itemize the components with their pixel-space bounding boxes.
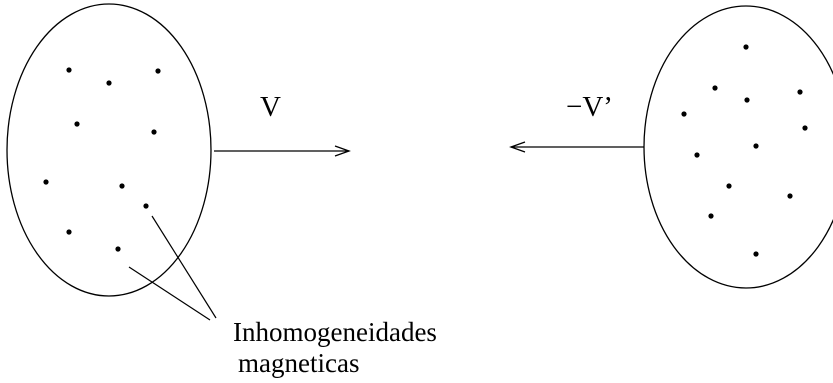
arrow-head xyxy=(334,145,351,157)
magnetic-inhomogeneity-dot xyxy=(151,129,157,135)
magnetic-inhomogeneity-dot xyxy=(743,44,749,50)
magnetic-inhomogeneity-dot xyxy=(708,213,714,219)
pointer-line xyxy=(151,215,217,319)
magnetic-inhomogeneity-dot xyxy=(66,229,72,235)
magnetic-inhomogeneity-dot xyxy=(787,193,793,199)
left-cloud-outline xyxy=(6,3,212,297)
velocity-arrow-left xyxy=(509,141,644,153)
velocity-arrow-right xyxy=(214,145,351,157)
magnetic-inhomogeneity-dot xyxy=(74,121,80,127)
magnetic-inhomogeneity-dot xyxy=(753,143,759,149)
left-cloud-dots xyxy=(43,67,161,252)
magnetic-inhomogeneity-dot xyxy=(744,97,750,103)
magnetic-inhomogeneity-dot xyxy=(694,152,700,158)
right-cloud xyxy=(643,5,833,289)
annotation-text: Inhomogeneidades magneticas xyxy=(233,317,437,379)
right-cloud-outline xyxy=(643,5,833,289)
magnetic-inhomogeneity-dot xyxy=(802,125,808,131)
magnetic-inhomogeneity-dot xyxy=(681,111,687,117)
magnetic-inhomogeneity-dot xyxy=(155,68,161,74)
magnetic-inhomogeneity-dot xyxy=(106,80,112,86)
magnetic-inhomogeneity-dot xyxy=(119,183,125,189)
left-cloud xyxy=(6,3,212,297)
annotation-pointers xyxy=(128,215,217,321)
magnetic-inhomogeneity-dot xyxy=(712,85,718,91)
magnetic-inhomogeneity-dot xyxy=(43,179,49,185)
annotation-line-1: Inhomogeneidades xyxy=(233,317,437,347)
velocity-label-minus-v-prime: −V’ xyxy=(566,91,613,123)
magnetic-inhomogeneity-dot xyxy=(753,251,759,257)
magnetic-inhomogeneity-dot xyxy=(115,246,121,252)
magnetic-inhomogeneity-dot xyxy=(797,89,803,95)
arrow-head xyxy=(509,141,526,153)
magnetic-inhomogeneity-dot xyxy=(66,67,72,73)
right-cloud-dots xyxy=(681,44,808,257)
annotation-line-2: magneticas xyxy=(238,348,360,378)
velocity-label-v: V xyxy=(260,91,281,123)
magnetic-inhomogeneity-dot xyxy=(726,183,732,189)
pointer-line xyxy=(128,266,211,321)
magnetic-inhomogeneity-dot xyxy=(143,203,149,209)
